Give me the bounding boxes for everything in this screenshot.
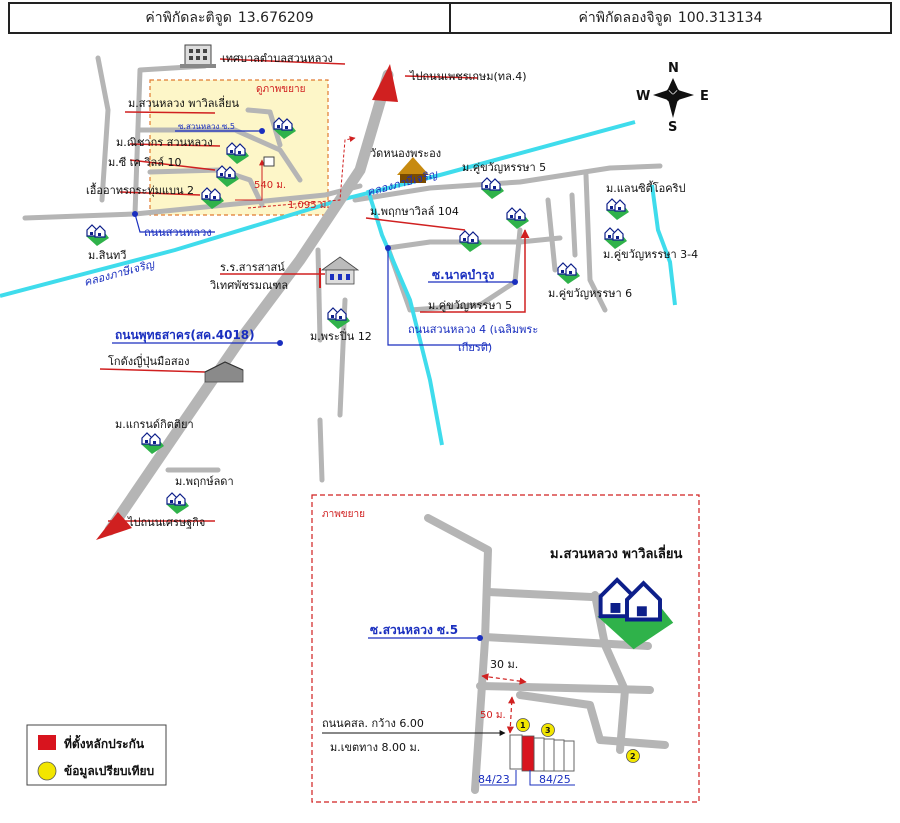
- label-phrapin12: ม.พระปิ่น 12: [310, 328, 372, 343]
- comparable-markers: 1 3 2: [516, 718, 640, 763]
- legend-comparable-label: ข้อมูลเปรียบเทียบ: [64, 764, 154, 779]
- inset-dist50-label: 50 ม.: [480, 710, 506, 721]
- label-townhouse: เอื้ออาทรกระทุ่มแบน 2: [86, 182, 194, 197]
- label-kuchawan5-bottom: ม.คู่ขวัญหรรษา 5: [428, 299, 512, 312]
- label-warehouse: โกดังญี่ปุ่นมือสอง: [108, 353, 190, 368]
- label-kuchawan5-top: ม.คู่ขวัญหรรษา 5: [462, 161, 546, 174]
- inset-soi5-node: [477, 635, 483, 641]
- road-pointers: [112, 130, 515, 346]
- latitude-value: 13.676209: [237, 10, 314, 26]
- inset-soi5-label: ซ.สวนหลวง ซ.5: [370, 623, 458, 637]
- collateral-marker: [521, 735, 535, 772]
- inset-expressway: ม.เขตทาง 8.00 ม.: [330, 741, 420, 754]
- label-suanluang-villa: ม.สวนหลวง พาวิลเลี่ยน: [128, 95, 239, 110]
- road-node-sl4: [385, 245, 391, 251]
- inset-roads: [424, 514, 669, 794]
- inset-road-width: ถนนคสล. กว้าง 6.00: [322, 717, 424, 730]
- temple-icon: [397, 157, 429, 183]
- inset-house-bracket-b: [529, 770, 575, 786]
- label-road-suanluang4-b: เกียรติ): [458, 341, 492, 354]
- label-municipality: เทศบาลตำบลสวนหลวง: [222, 52, 333, 65]
- compass-icon: N S W E: [636, 61, 709, 135]
- label-kuchawan34: ม.คู่ขวัญหรรษา 3-4: [603, 248, 698, 261]
- label-wat: วัดหนองพระอง: [370, 147, 441, 160]
- compass-e: E: [700, 89, 709, 104]
- inset-house-a: 84/23: [478, 773, 510, 786]
- label-land-city: ม.แลนซิตี้โอคริป: [606, 180, 685, 195]
- label-pruklada: ม.พฤกษ์ลดา: [175, 475, 234, 488]
- label-sinthawee: ม.สินทวี: [88, 249, 126, 262]
- inset-house-b: 84/25: [539, 773, 571, 786]
- longitude-label: ค่าพิกัดลองจิจูด: [578, 10, 672, 26]
- label-school-a: ร.ร.สารสาสน์: [220, 261, 285, 274]
- label-school-b: วิเทศพัชรมณฑล: [209, 279, 288, 292]
- label-pruksa104: ม.พฤกษาวิลล์ 104: [370, 205, 459, 218]
- inset-village-label: ม.สวนหลวง พาวิลเลี่ยน: [550, 544, 683, 562]
- legend-collateral-swatch: [38, 735, 56, 750]
- label-road-phutthasakhon: ถนนพุทธสาคร(สค.4018): [115, 328, 255, 343]
- collateral-parcels: [509, 734, 575, 772]
- longitude-value: 100.313134: [677, 10, 763, 26]
- label-zoom: ดูภาพขยาย: [256, 84, 305, 95]
- label-road-suanluang: ถนนสวนหลวง: [144, 226, 212, 239]
- road-node-suanluang: [132, 211, 138, 217]
- pointer-lines: [99, 58, 530, 522]
- longitude-cell: ค่าพิกัดลองจิจูด 100.313134: [449, 4, 890, 32]
- inset-dist50-arrow: [506, 696, 516, 734]
- small-building-icon: [263, 156, 275, 167]
- label-soi5-small: ซ.สวนหลวง ซ.5: [178, 122, 235, 131]
- label-dist-540: 540 ม.: [254, 180, 286, 191]
- label-kuchawan6: ม.คู่ขวัญหรรษา 6: [548, 287, 632, 300]
- road-node-soi5: [259, 128, 265, 134]
- inset-title: ภาพขยาย: [322, 509, 365, 520]
- inset-dist30-arrow: [481, 673, 527, 685]
- marker-1-label: 1: [520, 721, 526, 730]
- latitude-label: ค่าพิกัดละติจูด: [145, 10, 232, 26]
- label-to-phetkasem: ไปถนนเพชรเกษม(ทล.4): [409, 70, 527, 83]
- marker-2-label: 2: [630, 752, 636, 761]
- legend-comparable-swatch: [37, 761, 57, 781]
- inset-dist30-label: 30 ม.: [490, 658, 518, 671]
- warehouse-icon: [204, 361, 244, 383]
- compass-n: N: [668, 61, 679, 76]
- latitude-cell: ค่าพิกัดละติจูด 13.676209: [10, 4, 449, 32]
- label-road-suanluang4-a: ถนนสวนหลวง 4 (เฉลิมพระ: [408, 323, 538, 336]
- label-soi-nakbamrung: ซ.นาคบำรุง: [432, 268, 494, 283]
- compass-s: S: [668, 120, 677, 135]
- road-node-nakbamrung: [512, 279, 518, 285]
- municipality-icon: [180, 44, 216, 68]
- label-grand-kittiya: ม.แกรนด์กิตติยา: [115, 418, 194, 431]
- main-road: [104, 69, 394, 536]
- label-dist-1095: 1,095 ม.: [288, 200, 330, 211]
- inset-house-bracket-a: [480, 770, 517, 786]
- arrow-to-setthakit: [96, 512, 132, 540]
- road-node-phutthasakhon: [277, 340, 283, 346]
- label-to-setthakit: ไปถนนเศรษฐกิจ: [127, 516, 205, 529]
- label-ck-ville: ม.ซี เค วิลล์ 10: [108, 156, 181, 169]
- coordinate-bar: ค่าพิกัดละติจูด 13.676209 ค่าพิกัดลองจิจ…: [8, 2, 892, 34]
- school-icon: [319, 256, 360, 288]
- compass-w: W: [636, 89, 650, 104]
- arrow-to-phetkasem: [372, 64, 398, 102]
- label-nichakorn: ม.ณิชากร สวนหลวง: [116, 136, 213, 149]
- marker-3-label: 3: [545, 726, 551, 735]
- legend-collateral-label: ที่ตั้งหลักประกัน: [64, 734, 145, 751]
